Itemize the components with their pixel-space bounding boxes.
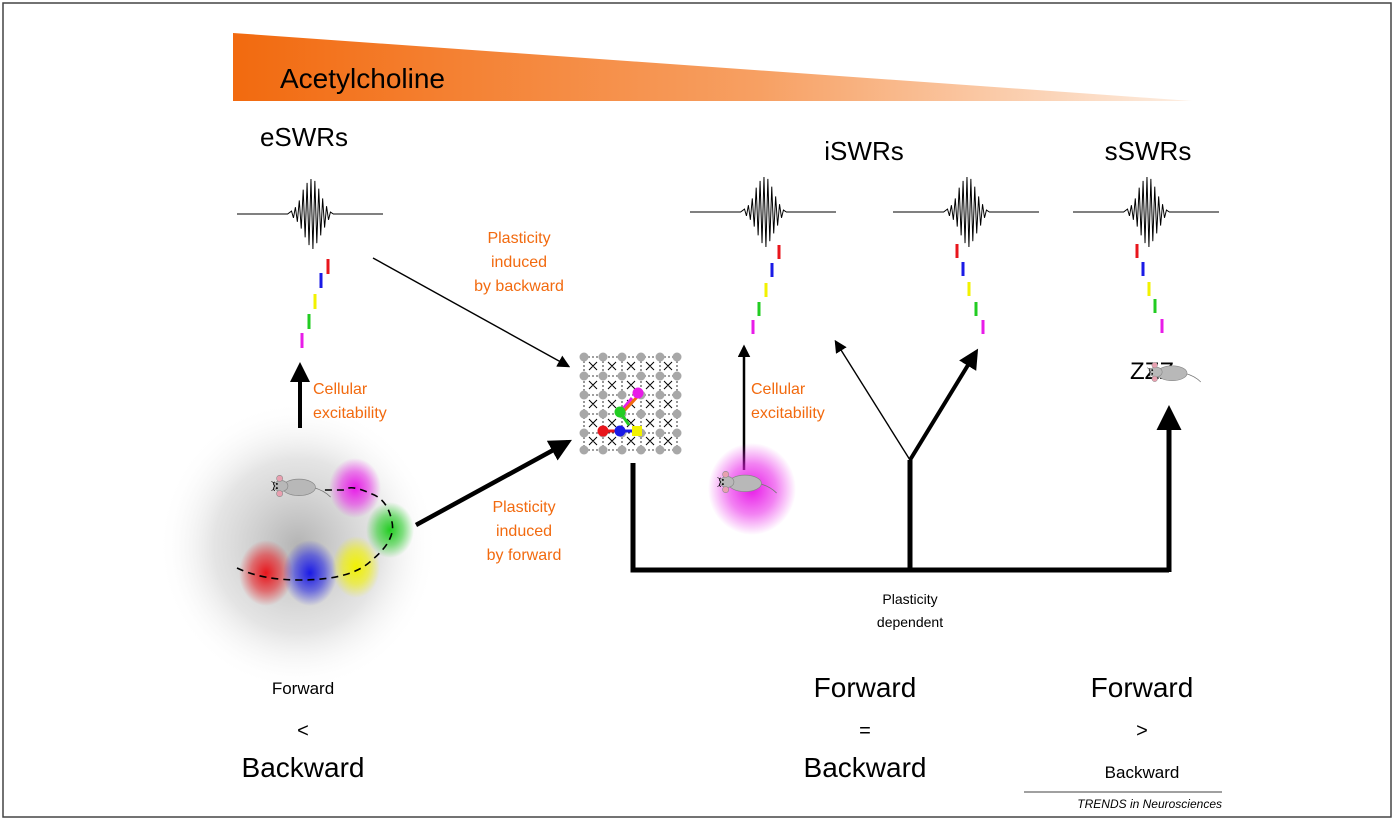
stage-title-sswrs: sSWRs — [1105, 136, 1192, 166]
ripple-waveform-sswrs — [1073, 176, 1219, 248]
comparison-right: Forward > Backward — [1091, 672, 1194, 782]
acetylcholine-gradient — [233, 33, 1192, 101]
annotation-excitability-left: Cellular excitability — [313, 381, 387, 422]
grid-node-magenta — [632, 387, 644, 399]
annotation-line: excitability — [313, 405, 387, 422]
stage-title-iswrs: iSWRs — [824, 136, 903, 166]
annotation-line: Cellular — [751, 381, 806, 398]
annotation-line: by forward — [487, 547, 562, 564]
stage-title-eswrs: eSWRs — [260, 122, 348, 152]
annotation-line: Plasticity — [487, 230, 550, 247]
annotation-excitability-mid: Cellular excitability — [751, 381, 825, 422]
annotation-line: by backward — [474, 278, 564, 295]
arrow-fork-thin — [834, 339, 911, 461]
place-field-red — [239, 540, 293, 606]
comparison-operator: < — [297, 720, 309, 742]
arrow-plasticity-backward — [372, 257, 571, 368]
plasticity-connector — [630, 463, 1169, 573]
annotation-plasticity-backward: Plasticity induced by backward — [474, 230, 564, 295]
ripple-waveform-eswrs — [237, 178, 383, 250]
grid-node-red — [597, 425, 609, 437]
comparison-bottom: Backward — [804, 752, 927, 783]
trajectory-path — [236, 486, 394, 581]
arrow-plasticity-forward — [414, 439, 572, 527]
annotation-line: Plasticity — [882, 591, 937, 607]
annotation-line: induced — [491, 254, 547, 271]
comparison-operator: = — [859, 720, 871, 742]
spike-sequence-forward-1 — [751, 245, 781, 334]
comparison-top: Forward — [814, 672, 917, 703]
place-field-blue — [283, 540, 337, 606]
ripple-waveform-iswrs-2 — [893, 176, 1039, 248]
annotation-line: dependent — [877, 614, 943, 630]
spike-sequence-reverse — [300, 259, 330, 348]
annotation-line: induced — [496, 523, 552, 540]
exploration-track — [158, 401, 438, 691]
comparison-bottom: Backward — [242, 752, 365, 783]
grid-node-yellow — [632, 426, 642, 436]
comparison-operator: > — [1136, 720, 1148, 742]
comparison-middle: Forward = Backward — [804, 672, 927, 783]
comparison-top: Forward — [272, 679, 334, 698]
grid-node-green — [614, 406, 626, 418]
comparison-bottom: Backward — [1105, 763, 1180, 782]
credit-text: TRENDS in Neurosciences — [1077, 797, 1222, 811]
place-field-yellow — [332, 536, 380, 598]
ripple-waveform-iswrs-1 — [690, 176, 836, 248]
annotation-line: Plasticity — [492, 499, 555, 516]
arrow-fork-bold — [908, 348, 979, 462]
mouse-icon-sleeping — [1146, 361, 1202, 383]
comparison-top: Forward — [1091, 672, 1194, 703]
annotation-line: Cellular — [313, 381, 368, 398]
annotation-plasticity-dependent: Plasticity dependent — [877, 591, 943, 630]
spike-sequence-forward-3 — [1135, 244, 1164, 333]
spike-sequence-forward-2 — [955, 244, 985, 334]
acetylcholine-label: Acetylcholine — [280, 63, 445, 94]
network-grid-icon — [579, 352, 682, 455]
place-field-green — [366, 502, 414, 558]
annotation-plasticity-forward: Plasticity induced by forward — [487, 499, 562, 564]
grid-node-blue — [614, 425, 626, 437]
comparison-left: Forward < Backward — [242, 679, 365, 783]
annotation-line: excitability — [751, 405, 825, 422]
